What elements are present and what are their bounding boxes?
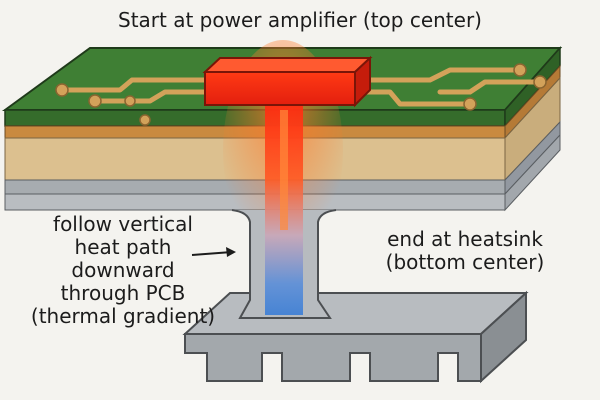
amplifier-side xyxy=(354,55,371,108)
left-caption: follow vertical heat path downward throu… xyxy=(8,213,238,328)
amplifier-top xyxy=(202,57,373,73)
pad xyxy=(88,94,102,108)
trace-pads xyxy=(55,63,547,126)
bottom-metal-thin-side xyxy=(504,133,561,212)
right-caption-line: end at heatsink xyxy=(387,227,543,251)
pad xyxy=(533,75,547,89)
right-caption: end at heatsink (bottom center) xyxy=(340,228,590,274)
copper-traces xyxy=(59,67,543,107)
left-caption-line: (thermal gradient) xyxy=(30,304,216,328)
trace-right xyxy=(362,67,523,83)
right-caption-line: (bottom center) xyxy=(385,250,545,274)
trace-left-2 xyxy=(92,89,208,104)
trace-right-3 xyxy=(437,79,543,95)
pad xyxy=(513,63,527,77)
pad xyxy=(463,97,477,111)
thermal-pillar xyxy=(231,105,337,319)
left-caption-line: heat path xyxy=(74,235,172,259)
arrow-right-icon xyxy=(191,247,236,257)
pad xyxy=(124,95,136,107)
left-caption-line: follow vertical xyxy=(53,212,193,236)
amplifier-front xyxy=(204,71,356,106)
left-caption-line: through PCB xyxy=(60,281,186,305)
heatsink-fins xyxy=(184,333,482,382)
left-caption-line: downward xyxy=(71,258,175,282)
trace-left xyxy=(59,77,208,93)
pad xyxy=(55,83,69,97)
pad xyxy=(139,114,151,126)
heat-path-core xyxy=(280,110,288,230)
power-amplifier xyxy=(202,55,373,108)
top-caption: Start at power amplifier (top center) xyxy=(118,8,482,32)
trace-right-2 xyxy=(362,89,473,107)
